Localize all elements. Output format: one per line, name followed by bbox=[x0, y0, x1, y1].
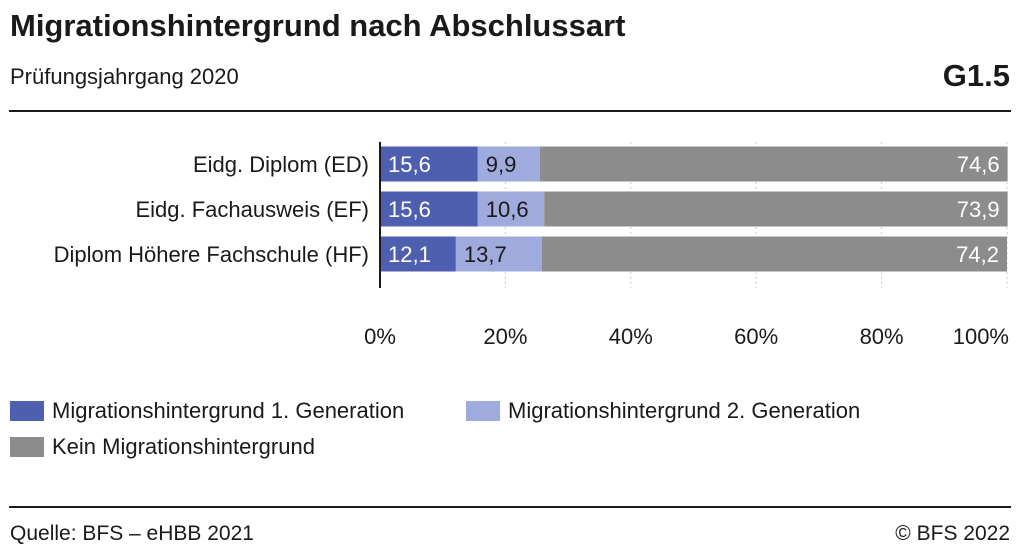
data-label-0-2: 74,6 bbox=[957, 152, 1000, 177]
copyright-note: © BFS 2022 bbox=[895, 522, 1010, 545]
data-label-1-2: 73,9 bbox=[957, 197, 1000, 222]
legend-label-gen2: Migrationshintergrund 2. Generation bbox=[508, 398, 861, 423]
source-note: Quelle: BFS – eHBB 2021 bbox=[10, 522, 254, 545]
bar-segment-1-0 bbox=[380, 191, 478, 227]
bar-segment-1-2 bbox=[544, 191, 1008, 227]
x-tick-label-40: 40% bbox=[609, 324, 653, 349]
x-tick-label-60: 60% bbox=[734, 324, 778, 349]
data-label-2-1: 13,7 bbox=[464, 242, 507, 267]
bar-segment-2-2 bbox=[541, 236, 1007, 272]
category-label-0: Eidg. Diplom (ED) bbox=[193, 152, 369, 177]
legend-label-none: Kein Migrationshintergrund bbox=[52, 434, 315, 459]
bar-segment-2-0 bbox=[380, 236, 456, 272]
legend-swatch-gen2 bbox=[466, 401, 500, 421]
footer-divider bbox=[9, 506, 1011, 508]
category-label-1: Eidg. Fachausweis (EF) bbox=[135, 197, 369, 222]
data-label-0-0: 15,6 bbox=[388, 152, 431, 177]
bar-segment-1-1 bbox=[477, 191, 545, 227]
chart-id: G1.5 bbox=[942, 58, 1010, 93]
data-label-1-1: 10,6 bbox=[486, 197, 529, 222]
legend-swatch-gen1 bbox=[10, 401, 44, 421]
bar-segment-0-1 bbox=[477, 146, 540, 182]
legend-swatch-none bbox=[10, 437, 44, 457]
chart-subtitle: Prüfungsjahrgang 2020 bbox=[10, 64, 239, 89]
legend-item-gen1: Migrationshintergrund 1. Generation bbox=[10, 398, 404, 424]
chart-title: Migrationshintergrund nach Abschlussart bbox=[10, 8, 626, 43]
data-label-2-0: 12,1 bbox=[388, 242, 431, 267]
data-label-2-2: 74,2 bbox=[956, 242, 999, 267]
data-label-1-0: 15,6 bbox=[388, 197, 431, 222]
x-tick-label-20: 20% bbox=[483, 324, 527, 349]
legend-item-none: Kein Migrationshintergrund bbox=[10, 434, 315, 460]
stacked-bar-chart: 15,6 9,9 74,6 Eidg. Diplom (ED) 15,6 10,6 73,9… bbox=[54, 142, 1009, 349]
x-tick-label-100: 100% bbox=[953, 324, 1009, 349]
legend-label-gen1: Migrationshintergrund 1. Generation bbox=[52, 398, 405, 423]
bar-segment-0-2 bbox=[539, 146, 1008, 182]
category-label-2: Diplom Höhere Fachschule (HF) bbox=[54, 242, 369, 267]
legend-item-gen2: Migrationshintergrund 2. Generation bbox=[466, 398, 860, 424]
data-label-0-1: 9,9 bbox=[486, 152, 517, 177]
bar-segment-0-0 bbox=[380, 146, 478, 182]
header-divider bbox=[9, 110, 1011, 112]
x-tick-label-0: 0% bbox=[364, 324, 396, 349]
bar-segment-2-1 bbox=[455, 236, 542, 272]
x-tick-label-80: 80% bbox=[860, 324, 904, 349]
